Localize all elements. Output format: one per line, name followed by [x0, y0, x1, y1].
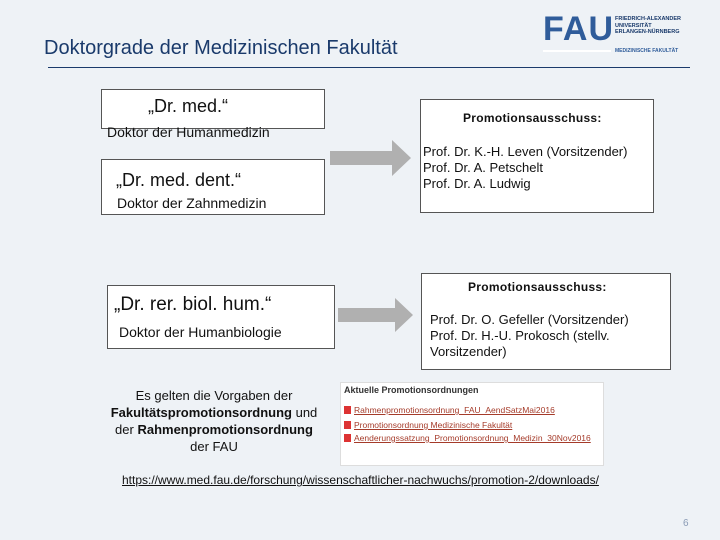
- committee-box-1: Promotionsausschuss: Prof. Dr. K.-H. Lev…: [420, 99, 654, 213]
- document-link[interactable]: Promotionsordnung Medizinische Fakultät: [344, 420, 512, 430]
- degree-title: „Dr. med.“: [148, 96, 229, 116]
- degree-box-dr-rer-biol-hum: „Dr. rer. biol. hum.“ Doktor der Humanbi…: [107, 285, 335, 349]
- committee-members: Prof. Dr. K.-H. Leven (Vorsitzender) Pro…: [423, 144, 627, 192]
- title-divider: [48, 67, 690, 68]
- documents-screenshot: Aktuelle Promotionsordnungen Rahmenpromo…: [340, 382, 604, 466]
- page-title: Doktorgrade der Medizinischen Fakultät: [44, 37, 398, 59]
- committee-member: Prof. Dr. O. Gefeller (Vorsitzender): [430, 312, 629, 327]
- logo-faculty-name: MEDIZINISCHE FAKULTÄT: [615, 48, 679, 54]
- pdf-icon: [344, 421, 351, 429]
- committee-member: Prof. Dr. A. Ludwig: [423, 176, 531, 191]
- committee-member: Prof. Dr. K.-H. Leven (Vorsitzender): [423, 144, 628, 159]
- committee-member: Prof. Dr. H.-U. Prokosch (stellv.: [430, 328, 610, 343]
- committee-heading: Promotionsausschuss:: [463, 111, 602, 125]
- documents-heading: Aktuelle Promotionsordnungen: [344, 385, 479, 395]
- pdf-icon: [344, 406, 351, 414]
- degree-subtitle: Doktor der Humanmedizin: [107, 124, 270, 140]
- faculty-regulation: Fakultätspromotionsordnung: [110, 405, 292, 420]
- document-link[interactable]: Rahmenpromotionsordnung_FAU_AendSatzMai2…: [344, 405, 555, 415]
- degree-title: „Dr. rer. biol. hum.“: [114, 294, 272, 315]
- page-number: 6: [683, 518, 689, 529]
- logo-wordmark: FAU: [543, 10, 614, 48]
- fau-logo: FAU FRIEDRICH-ALEXANDER UNIVERSITÄT ERLA…: [543, 12, 693, 62]
- committee-members: Prof. Dr. O. Gefeller (Vorsitzender) Pro…: [430, 312, 629, 360]
- document-link[interactable]: Aenderungssatzung_Promotionsordnung_Medi…: [344, 433, 591, 443]
- committee-member: Prof. Dr. A. Petschelt: [423, 160, 543, 175]
- degree-box-dr-med-dent: „Dr. med. dent.“: [101, 159, 325, 215]
- degree-title: „Dr. med. dent.“: [116, 170, 242, 190]
- framework-regulation: Rahmenpromotionsordnung: [137, 422, 313, 437]
- rules-note: Es gelten die Vorgaben der Fakultätsprom…: [110, 388, 318, 454]
- committee-box-2: Promotionsausschuss: Prof. Dr. O. Gefell…: [421, 273, 671, 370]
- committee-heading: Promotionsausschuss:: [468, 280, 607, 294]
- degree-subtitle: Doktor der Humanbiologie: [119, 324, 282, 340]
- degree-subtitle: Doktor der Zahnmedizin: [117, 195, 267, 211]
- logo-university-name: FRIEDRICH-ALEXANDER UNIVERSITÄT ERLANGEN…: [615, 16, 681, 35]
- arrow-right-icon: [338, 298, 413, 332]
- arrow-right-icon: [330, 140, 411, 176]
- downloads-link[interactable]: https://www.med.fau.de/forschung/wissens…: [122, 473, 599, 487]
- degree-box-dr-med: „Dr. med.“: [101, 89, 325, 129]
- committee-member: Vorsitzender): [430, 344, 507, 359]
- pdf-icon: [344, 434, 351, 442]
